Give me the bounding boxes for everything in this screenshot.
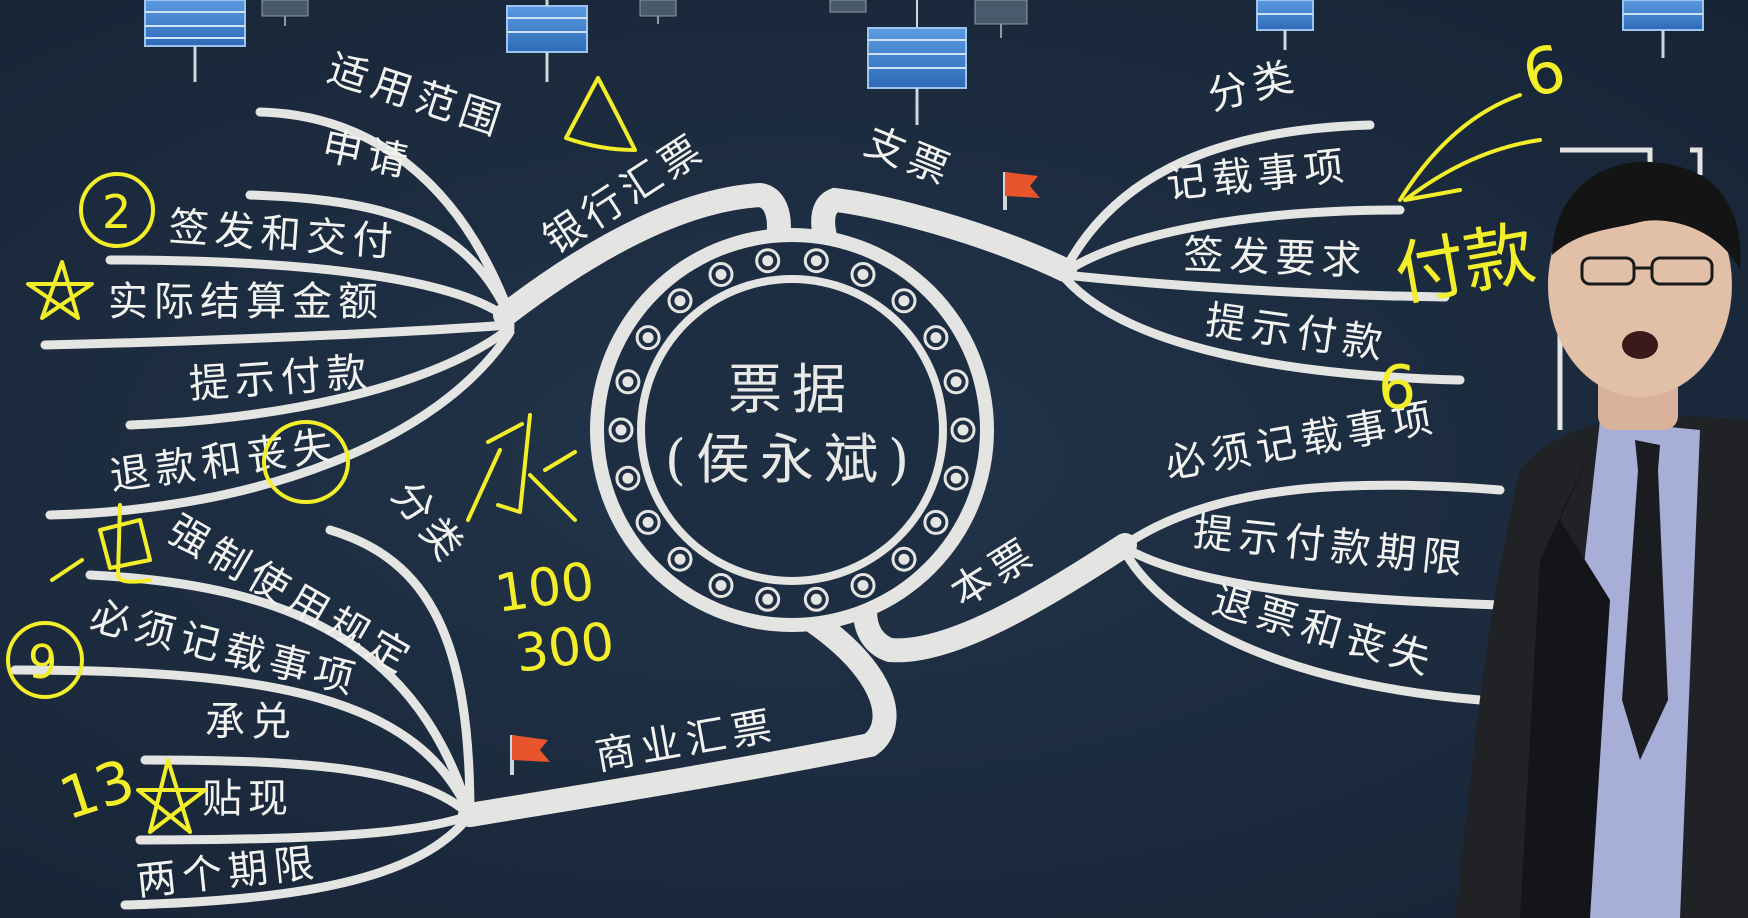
- floral-motif-center: [762, 255, 774, 267]
- branch-title-check: 支票: [858, 119, 961, 196]
- hanging-lamps: [144, 0, 1704, 125]
- annotation-char-dian: 电: [112, 558, 113, 561]
- triangle-mark: [564, 76, 637, 152]
- arrow-mark: [1398, 93, 1542, 202]
- annotation-num-300: 300: [511, 612, 618, 685]
- floral-motif: [950, 417, 976, 443]
- floral-motif-center: [810, 593, 822, 605]
- bank-draft-item-2: 申请: [318, 123, 418, 187]
- floral-motif-center: [930, 516, 942, 528]
- floral-motif-center: [622, 376, 634, 388]
- floral-ring: [608, 248, 976, 612]
- lamp-icon: [506, 0, 588, 82]
- presenter-mouth: [1622, 331, 1658, 359]
- flag-icon: [510, 735, 550, 775]
- lamp-icon: [261, 0, 1028, 38]
- floral-motif: [635, 325, 661, 351]
- lamp-icon: [144, 0, 246, 82]
- sub-branches: [10, 107, 1505, 910]
- star-mark: [136, 758, 207, 834]
- star-mark: [26, 260, 94, 320]
- floral-motif-center: [642, 516, 654, 528]
- floral-motif: [755, 248, 781, 274]
- floral-motif: [608, 417, 634, 443]
- bank-draft-item-3: 签发和交付: [167, 204, 400, 266]
- floral-motif-center: [642, 332, 654, 344]
- floral-motif: [923, 509, 949, 535]
- bank-draft-item-6: 退款和丧失: [107, 422, 341, 500]
- floral-motif: [708, 262, 734, 287]
- floral-motif-center: [674, 553, 686, 565]
- annotation-circled-two: 2: [102, 185, 131, 239]
- floral-motif-center: [950, 472, 962, 484]
- lamp-icon: [1622, 0, 1704, 58]
- floral-motif-center: [622, 472, 634, 484]
- floral-motif-center: [615, 424, 627, 436]
- check-item-3: 签发要求: [1183, 232, 1368, 284]
- floral-motif-center: [810, 255, 822, 267]
- floral-motif-center: [674, 295, 686, 307]
- floral-motif-center: [950, 376, 962, 388]
- floral-motif: [803, 586, 829, 612]
- annotation-num-100: 100: [491, 552, 598, 625]
- dian-mark: [50, 503, 152, 584]
- annotation-num-6-top: 6: [1515, 31, 1573, 113]
- annotation-num-13: 13: [51, 746, 142, 833]
- floral-motif: [850, 573, 876, 598]
- floral-motif: [635, 509, 661, 535]
- floral-motif: [667, 288, 693, 314]
- circle-mark: [262, 420, 350, 504]
- floral-motif: [943, 369, 969, 395]
- floral-motif: [803, 248, 829, 274]
- presenter-tie: [1622, 440, 1668, 760]
- center-node: 票据 (侯永斌): [590, 228, 994, 632]
- floral-motif: [850, 262, 876, 287]
- commercial-item-4: 贴现: [202, 776, 294, 822]
- floral-motif: [923, 325, 949, 351]
- presenter-hair: [1552, 161, 1741, 270]
- floral-motif: [708, 573, 734, 598]
- commercial-trunk: [458, 578, 897, 827]
- floral-motif-center: [857, 580, 869, 591]
- annotation-word-fukuan: 付款: [1389, 212, 1541, 317]
- floral-motif-center: [930, 332, 942, 344]
- floral-motif-center: [957, 424, 969, 436]
- floral-motif: [891, 288, 917, 314]
- presenter-lapel: [1520, 430, 1610, 918]
- presenter: [1455, 161, 1748, 918]
- floral-motif: [667, 546, 693, 572]
- annotation-char-cheng: 承: [512, 498, 513, 501]
- check-item-1: 分类: [1203, 53, 1303, 120]
- lamp-icon: [1256, 0, 1314, 50]
- annotation-circled-nine: 9: [28, 635, 57, 689]
- floral-motif-center: [715, 580, 727, 591]
- lamp-icon: [867, 0, 967, 125]
- floral-motif-center: [898, 295, 910, 307]
- floral-motif: [615, 465, 641, 491]
- flag-icon: [1003, 172, 1040, 210]
- floral-motif: [943, 465, 969, 491]
- commercial-item-3: 承兑: [205, 699, 297, 745]
- annotation-num-6-bottom: 6: [1378, 353, 1416, 423]
- floral-motif: [615, 369, 641, 395]
- bank-draft-item-4: 实际结算金额: [108, 279, 384, 325]
- glasses-icon: [1580, 256, 1714, 286]
- circle-mark: [79, 172, 155, 248]
- floral-motif: [891, 546, 917, 572]
- floral-motif: [755, 586, 781, 612]
- center-title-line2: (侯永斌): [665, 428, 919, 491]
- floral-motif-center: [857, 269, 869, 280]
- floral-motif-center: [898, 553, 910, 565]
- promissory-item-2: 提示付款期限: [1191, 509, 1470, 584]
- cheng-mark: [466, 413, 577, 522]
- floral-motif-center: [715, 269, 727, 280]
- circle-mark: [6, 621, 84, 699]
- center-title-line1: 票据: [728, 358, 856, 421]
- floral-motif-center: [762, 593, 774, 605]
